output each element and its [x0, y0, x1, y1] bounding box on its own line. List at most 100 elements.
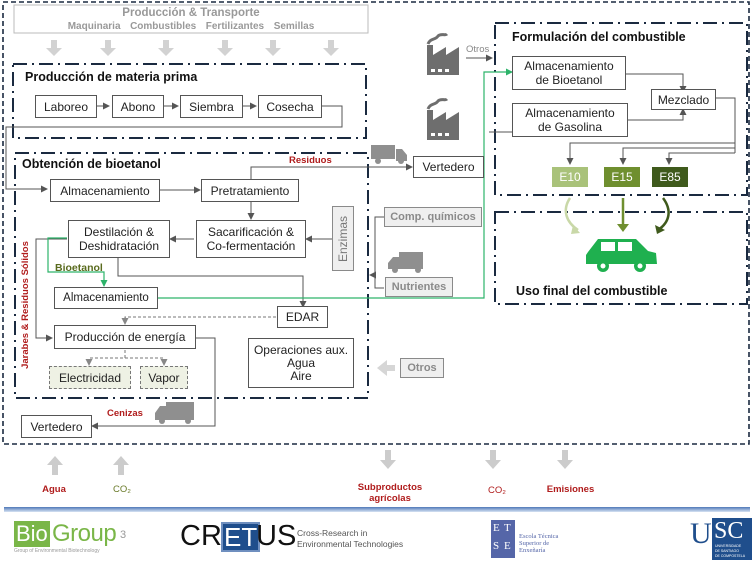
emisiones-output-arrow [557, 450, 573, 469]
ashes-label: Cenizas [107, 408, 143, 419]
etse-line-1: Escola Técnica [519, 533, 559, 540]
blend-e10[interactable]: E10 [552, 167, 588, 187]
others-bottom-box[interactable]: Otros [400, 358, 444, 378]
biogroup-bio: Bio [14, 521, 50, 547]
e85-to-car-arrow [657, 197, 670, 232]
end-use-title: Uso final del combustible [516, 284, 668, 298]
bioethanol-title: Obtención de bioetanol [22, 157, 161, 171]
blend-e15[interactable]: E15 [604, 167, 640, 187]
enzymes-label: Enzimas [336, 215, 351, 262]
item-semillas: Semillas [273, 21, 315, 32]
biogroup-sup: 3 [120, 529, 127, 541]
input-co2-label: CO₂ [113, 484, 131, 495]
aux-ops-title: Operaciones aux. [253, 342, 349, 357]
subproductos-output-arrow [380, 450, 396, 469]
input-arrows-top [46, 40, 339, 56]
edar-box[interactable]: EDAR [277, 306, 328, 328]
cretus-cr: CR [180, 520, 222, 552]
etse-line-2: Superior de [519, 540, 550, 547]
saccharification-box[interactable]: Sacarificación & Co-fermentación [196, 220, 306, 258]
output-emisiones-label: Emisiones [546, 484, 595, 495]
bioethanol-flow-label: Bioetanol [55, 262, 103, 274]
factory-icon [426, 97, 459, 140]
system-boundary [2, 1, 750, 445]
raw-material-title: Producción de materia prima [25, 70, 198, 84]
truck-icon [388, 252, 423, 273]
cretus-logo: CR ET US Cross-Research in Environmental… [180, 520, 410, 556]
etse-mark: E T S E [491, 520, 515, 558]
etse-logo: E T S E Escola Técnica Superior de Enxeñ… [491, 520, 591, 560]
storage2-box[interactable]: Almacenamiento [54, 287, 158, 309]
step-abono[interactable]: Abono [112, 95, 164, 118]
blend-e85[interactable]: E85 [652, 167, 688, 187]
landfill-box-2[interactable]: Vertedero [21, 415, 92, 438]
usc-line-1: UNIVERSIDADE [715, 544, 742, 548]
etse-line-3: Enxeñaría [519, 547, 546, 554]
bioethanol-storage-box[interactable]: Almacenamiento de Bioetanol [512, 56, 626, 90]
mixing-box[interactable]: Mezclado [651, 89, 716, 110]
step-laboreo[interactable]: Laboreo [35, 95, 97, 118]
factory-icon [426, 32, 459, 75]
usc-u: U [690, 517, 712, 550]
landfill-box-1[interactable]: Vertedero [413, 156, 484, 178]
item-fertilizantes: Fertilizantes [205, 21, 265, 32]
enzymes-box[interactable]: Enzimas [332, 206, 354, 271]
co2-input-arrow [113, 456, 129, 475]
car-icon [586, 239, 657, 272]
formulation-frame [494, 22, 748, 196]
bioethanol-frame [14, 152, 369, 399]
item-maquinaria: Maquinaria [67, 21, 121, 32]
syrups-solids-label-wrap: Jarabes & Residuos Sólidos [15, 235, 31, 375]
usc-sc: SC [714, 518, 744, 544]
cretus-tagline-1: Cross-Research in [297, 528, 368, 538]
storage-box[interactable]: Almacenamiento [50, 179, 160, 202]
nutrients-box[interactable]: Nutrientes [385, 277, 453, 297]
residues-label: Residuos [289, 155, 332, 166]
etse-letter-e2: E [504, 540, 511, 552]
biogroup-group: Group [52, 520, 117, 547]
biogroup-tagline: Group of Environmental Biotechnology [14, 548, 100, 554]
steam-box[interactable]: Vapor [140, 366, 188, 389]
production-transport-title: Producción & Transporte [122, 7, 260, 19]
etse-letter-e1: E [493, 522, 500, 534]
production-transport-items: Maquinaria Combustibles Fertilizantes Se… [14, 21, 368, 32]
energy-box[interactable]: Producción de energía [54, 325, 196, 349]
item-combustibles: Combustibles [130, 21, 197, 32]
production-transport-box [13, 4, 369, 34]
biogroup-logo: Bio Group 3 Group of Environmental Biote… [14, 520, 127, 557]
input-agua-label: Agua [42, 484, 66, 495]
step-cosecha[interactable]: Cosecha [258, 95, 322, 118]
truck-icon [371, 145, 407, 164]
truck-icon [155, 402, 194, 424]
gasoline-storage-box[interactable]: Almacenamiento de Gasolina [512, 103, 628, 137]
chemicals-box[interactable]: Comp. químicos [384, 207, 482, 227]
cretus-us: US [256, 520, 297, 552]
syrups-solids-label: Jarabes & Residuos Sólidos [20, 241, 31, 369]
e10-to-car-arrow [564, 197, 579, 232]
usc-line-3: DE COMPOSTELA [715, 554, 746, 558]
pretreatment-box[interactable]: Pretratamiento [201, 179, 299, 202]
cretus-et: ET [221, 522, 261, 552]
output-co2-label: CO₂ [488, 485, 506, 496]
formulation-title: Formulación del combustible [512, 30, 686, 44]
output-subproductos-label: Subproductos agrícolas [357, 482, 423, 504]
usc-line-2: DE SANTIAGO [715, 549, 739, 553]
co2-output-arrow [485, 450, 501, 469]
aux-ops-water: Agua [286, 355, 316, 370]
agua-input-arrow [47, 456, 63, 475]
aux-ops-box[interactable]: Operaciones aux. Agua Aire [248, 338, 354, 388]
etse-letter-s: S [493, 540, 500, 552]
etse-letter-t: T [504, 522, 511, 534]
raw-material-frame [12, 63, 367, 139]
usc-logo: U SC UNIVERSIDADE DE SANTIAGO DE COMPOST… [690, 518, 754, 560]
aux-ops-air: Aire [290, 368, 312, 383]
step-siembra[interactable]: Siembra [180, 95, 243, 118]
otros-input-arrow [377, 360, 395, 376]
electricity-box[interactable]: Electricidad [49, 366, 131, 389]
end-use-frame [494, 211, 748, 305]
others-top-label: Otros [466, 44, 490, 55]
footer-separator [4, 507, 750, 512]
cretus-tagline-2: Environmental Technologies [297, 539, 404, 549]
distillation-box[interactable]: Destilación & Deshidratación [68, 220, 170, 258]
